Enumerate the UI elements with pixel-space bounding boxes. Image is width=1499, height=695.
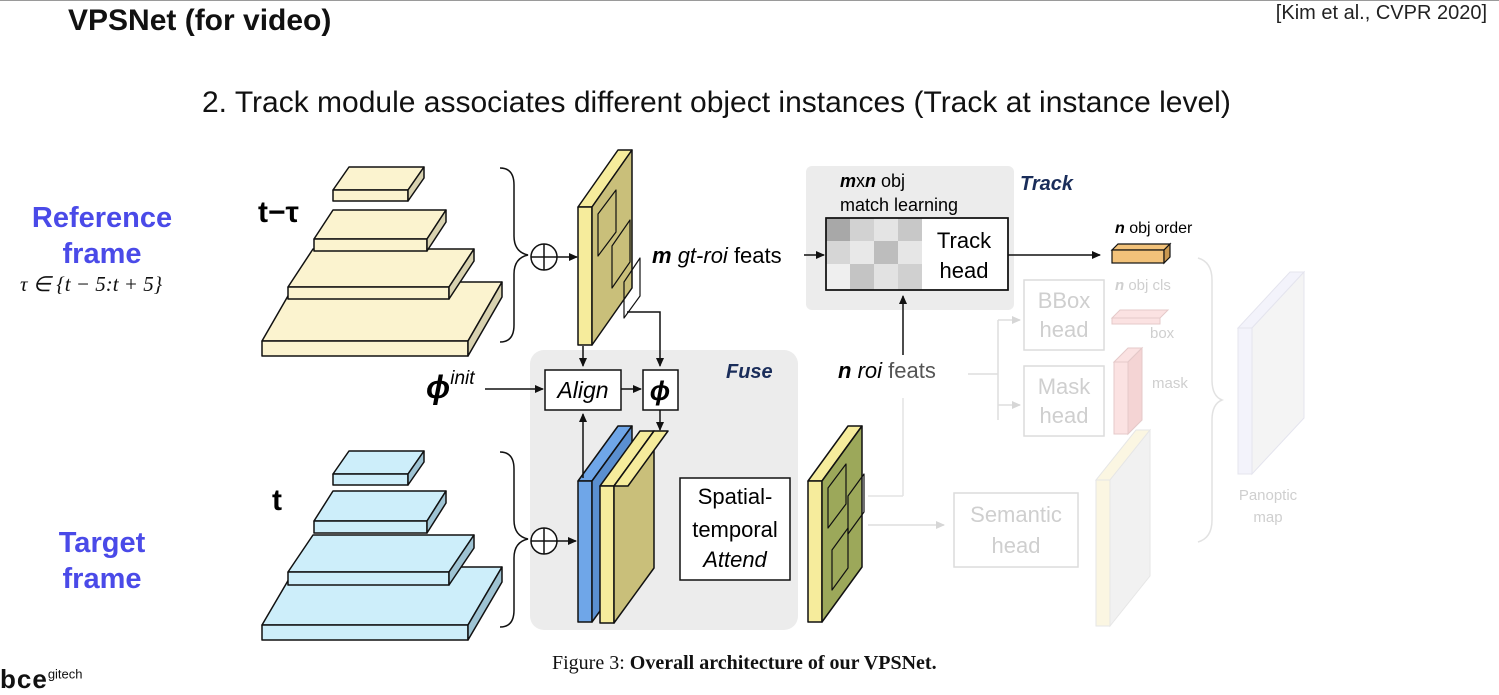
sum-icon-target — [530, 527, 558, 555]
bbox-head-line2: head — [1040, 317, 1089, 342]
phi-init-label: ϕinit — [426, 368, 475, 405]
match-matrix — [825, 217, 1009, 291]
n-obj-cls-label: n obj cls — [1115, 277, 1171, 294]
m-gt-roi-feats-label: m gt-roi feats — [652, 243, 782, 268]
semantic-head-line1: Semantic — [970, 502, 1062, 527]
phi-init-base: ϕ — [426, 369, 450, 405]
semantic-head-box — [953, 492, 1079, 568]
target-label-line2: frame — [62, 563, 142, 595]
target-pyramid — [261, 450, 503, 641]
spatial-line2: temporal — [692, 517, 778, 542]
bbox-head-line1: BBox — [1038, 288, 1091, 313]
target-frame-label: Target frame — [14, 525, 190, 597]
reference-label-line1: Reference — [31, 202, 173, 234]
mask-head-line2: head — [1040, 403, 1089, 428]
panoptic-line2: map — [1253, 509, 1282, 526]
tau-range: τ ∈ {t − 5:t + 5} — [20, 272, 163, 296]
t-minus-tau-label: t−τ — [258, 196, 299, 229]
caption-bold: Overall architecture of our VPSNet. — [629, 652, 937, 674]
slide-subtitle: 2. Track module associates different obj… — [202, 86, 1231, 119]
footer-logo-sup: gitech — [47, 666, 83, 682]
reference-feature-map — [577, 149, 641, 346]
spatial-line3: Attend — [701, 547, 767, 572]
match-learning-label: match learning — [840, 195, 958, 215]
reference-label-line2: frame — [62, 238, 142, 270]
mask-head-line1: Mask — [1038, 374, 1092, 399]
align-box — [544, 369, 622, 411]
spatial-line1: Spatial- — [698, 484, 773, 509]
citation: [Kim et al., CVPR 2020] — [1275, 2, 1487, 24]
caption-prefix: Figure 3: — [552, 652, 630, 674]
mask-label: mask — [1152, 375, 1188, 392]
architecture-diagram: t−τ t ϕinit Align — [258, 149, 1306, 641]
reference-brace — [499, 167, 529, 343]
bbox-head-box — [1023, 279, 1105, 351]
phi-label: ϕ — [650, 376, 670, 406]
fuse-label: Fuse — [726, 361, 773, 383]
t-label: t — [272, 484, 282, 517]
target-feature-stack — [577, 425, 669, 624]
track-head-line1: Track — [937, 228, 992, 253]
faded-region — [868, 257, 1306, 628]
slide-title: VPSNet (for video) — [68, 4, 332, 37]
figure-caption: Figure 3: Overall architecture of our VP… — [552, 652, 937, 675]
semantic-head-line2: head — [992, 533, 1041, 558]
target-label-line1: Target — [58, 527, 146, 559]
align-label: Align — [555, 377, 608, 403]
reference-pyramid — [261, 166, 503, 357]
track-head-line2: head — [940, 258, 989, 283]
n-roi-feats-label: n roi feats — [838, 358, 936, 383]
track-head-box — [922, 219, 1007, 289]
n-obj-order-label: n obj order — [1115, 220, 1193, 237]
track-head-outline — [825, 217, 1009, 291]
arrow-ref-to-phi — [627, 311, 664, 367]
fused-feature-map — [807, 425, 865, 623]
mxn-obj-label: mxn obj — [840, 171, 905, 191]
top-rule — [0, 0, 1499, 1]
track-label: Track — [1020, 173, 1074, 195]
sum-icon-reference — [530, 243, 558, 271]
spatial-temporal-attend-box — [679, 477, 791, 581]
phi-init-sup: init — [450, 368, 475, 389]
box-label: box — [1150, 325, 1175, 342]
mask-head-box — [1023, 365, 1105, 437]
footer-logo-text: bce — [0, 664, 48, 694]
obj-order-bar — [1110, 242, 1172, 265]
panoptic-line1: Panoptic — [1239, 487, 1298, 504]
reference-frame-label: Reference frame — [14, 200, 190, 272]
target-brace — [499, 451, 529, 628]
